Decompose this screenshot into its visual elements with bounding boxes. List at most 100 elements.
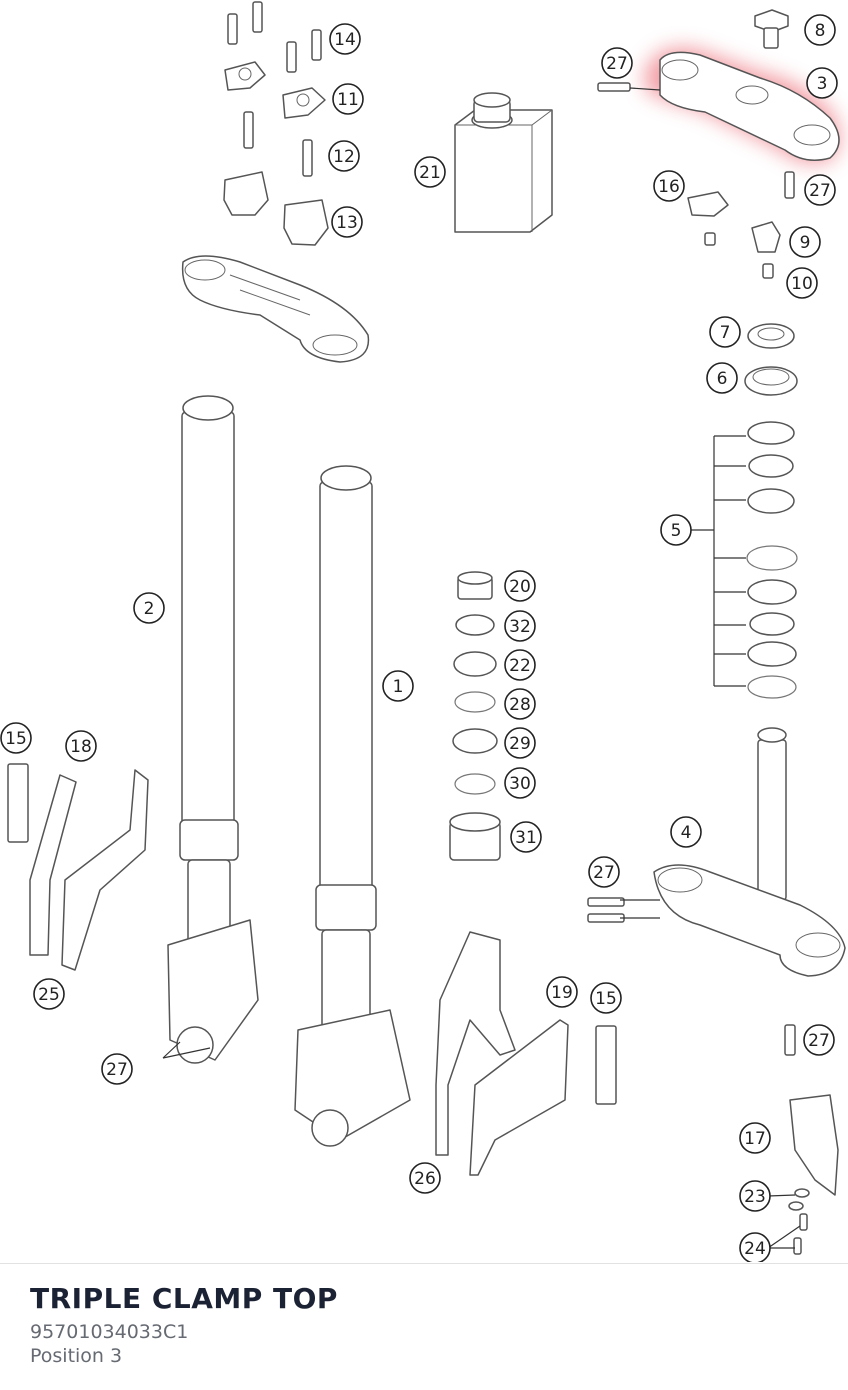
callout-label: 2: [144, 599, 155, 619]
callout-7[interactable]: 7: [709, 316, 741, 348]
part-position: Position 3: [30, 1345, 123, 1367]
callout-label: 30: [509, 774, 531, 794]
callout-circle: [33, 978, 65, 1010]
ring-7[interactable]: [747, 323, 795, 349]
bolt-set-12[interactable]: [243, 111, 313, 177]
callout-8[interactable]: 8: [804, 14, 836, 46]
callout-circle: [101, 1053, 133, 1085]
clip-16[interactable]: [687, 191, 729, 246]
callout-circle: [804, 174, 836, 206]
screw-24[interactable]: [793, 1213, 808, 1255]
callout-circle: [133, 592, 165, 624]
fluid-can-21[interactable]: [454, 92, 553, 233]
diagram-svg: 1411121321827316279107652120322228293031…: [0, 1, 846, 1262]
callout-32[interactable]: 32: [504, 610, 536, 642]
callout-3[interactable]: 3: [806, 67, 838, 99]
callout-label: 23: [744, 1187, 766, 1207]
callout-label: 29: [509, 734, 531, 754]
triple-clamp-top-3[interactable]: [659, 51, 840, 161]
screw-10[interactable]: [762, 263, 774, 279]
seal-6[interactable]: [744, 366, 798, 396]
guard-right-assembly[interactable]: [435, 931, 617, 1176]
callout-20[interactable]: 20: [504, 570, 536, 602]
callout-label: 27: [809, 181, 831, 201]
callout-label: 32: [509, 617, 531, 637]
callout-circle: [709, 316, 741, 348]
callout-circle: [504, 570, 536, 602]
callout-12[interactable]: 12: [328, 140, 360, 172]
callout-14[interactable]: 14: [329, 23, 361, 55]
callout-circle: [806, 67, 838, 99]
steering-nut-8[interactable]: [754, 9, 789, 49]
callout-label: 4: [681, 823, 692, 843]
callout-15[interactable]: 15: [590, 982, 622, 1014]
clamp-9[interactable]: [751, 221, 781, 253]
callout-label: 20: [509, 577, 531, 597]
callout-27[interactable]: 27: [804, 174, 836, 206]
callout-30[interactable]: 30: [504, 767, 536, 799]
callout-label: 27: [106, 1060, 128, 1080]
bolt-set-14[interactable]: [227, 1, 322, 73]
callout-circle: [332, 83, 364, 115]
callout-24[interactable]: 24: [739, 1232, 771, 1262]
part-info-panel: TRIPLE CLAMP TOP 95701034033C1 Position …: [0, 1263, 848, 1390]
fork-leg-2[interactable]: [167, 395, 259, 1064]
callout-circle: [739, 1122, 771, 1154]
clamp-11[interactable]: [224, 61, 326, 119]
triple-clamp-bottom-4[interactable]: [587, 727, 846, 1056]
clamp-13[interactable]: [223, 171, 329, 246]
callout-29[interactable]: 29: [504, 727, 536, 759]
callout-label: 1: [393, 677, 404, 697]
callout-circle: [328, 140, 360, 172]
callout-circle: [510, 821, 542, 853]
bearing-set-5[interactable]: [690, 421, 798, 699]
callout-circle: [660, 514, 692, 546]
callout-21[interactable]: 21: [414, 156, 446, 188]
washer-23[interactable]: [788, 1188, 810, 1211]
callout-2[interactable]: 2: [133, 592, 165, 624]
fork-leg-1[interactable]: [294, 465, 411, 1147]
callout-25[interactable]: 25: [33, 978, 65, 1010]
callout-28[interactable]: 28: [504, 688, 536, 720]
callout-10[interactable]: 10: [786, 267, 818, 299]
callout-13[interactable]: 13: [331, 206, 363, 238]
callout-27[interactable]: 27: [588, 856, 620, 888]
callout-22[interactable]: 22: [504, 649, 536, 681]
callout-circle: [504, 767, 536, 799]
callout-26[interactable]: 26: [409, 1162, 441, 1194]
callout-circle: [739, 1232, 771, 1262]
callout-9[interactable]: 9: [789, 226, 821, 258]
callout-label: 9: [800, 233, 811, 253]
bracket-17[interactable]: [789, 1094, 839, 1196]
callout-11[interactable]: 11: [332, 83, 364, 115]
callout-6[interactable]: 6: [706, 362, 738, 394]
callout-31[interactable]: 31: [510, 821, 542, 853]
callout-label: 15: [5, 729, 27, 749]
callout-circle: [382, 670, 414, 702]
callout-label: 27: [593, 863, 615, 883]
fork-seal-set[interactable]: [449, 571, 501, 861]
guard-left-assembly[interactable]: [7, 763, 149, 971]
callout-27[interactable]: 27: [803, 1024, 835, 1056]
callout-circle: [789, 226, 821, 258]
callout-1[interactable]: 1: [382, 670, 414, 702]
callout-circle: [590, 982, 622, 1014]
callout-23[interactable]: 23: [739, 1180, 771, 1212]
callout-27[interactable]: 27: [101, 1053, 133, 1085]
triple-clamp-left-assembly[interactable]: [181, 255, 370, 363]
callout-15[interactable]: 15: [0, 722, 32, 754]
callout-17[interactable]: 17: [739, 1122, 771, 1154]
callout-label: 12: [333, 147, 355, 167]
bolt-27-a[interactable]: [597, 82, 795, 199]
callout-5[interactable]: 5: [660, 514, 692, 546]
callout-4[interactable]: 4: [670, 816, 702, 848]
callout-19[interactable]: 19: [546, 976, 578, 1008]
callout-18[interactable]: 18: [65, 730, 97, 762]
callout-label: 5: [671, 521, 682, 541]
callout-label: 26: [414, 1169, 436, 1189]
callout-circle: [331, 206, 363, 238]
callout-27[interactable]: 27: [601, 47, 633, 79]
callout-16[interactable]: 16: [653, 170, 685, 202]
